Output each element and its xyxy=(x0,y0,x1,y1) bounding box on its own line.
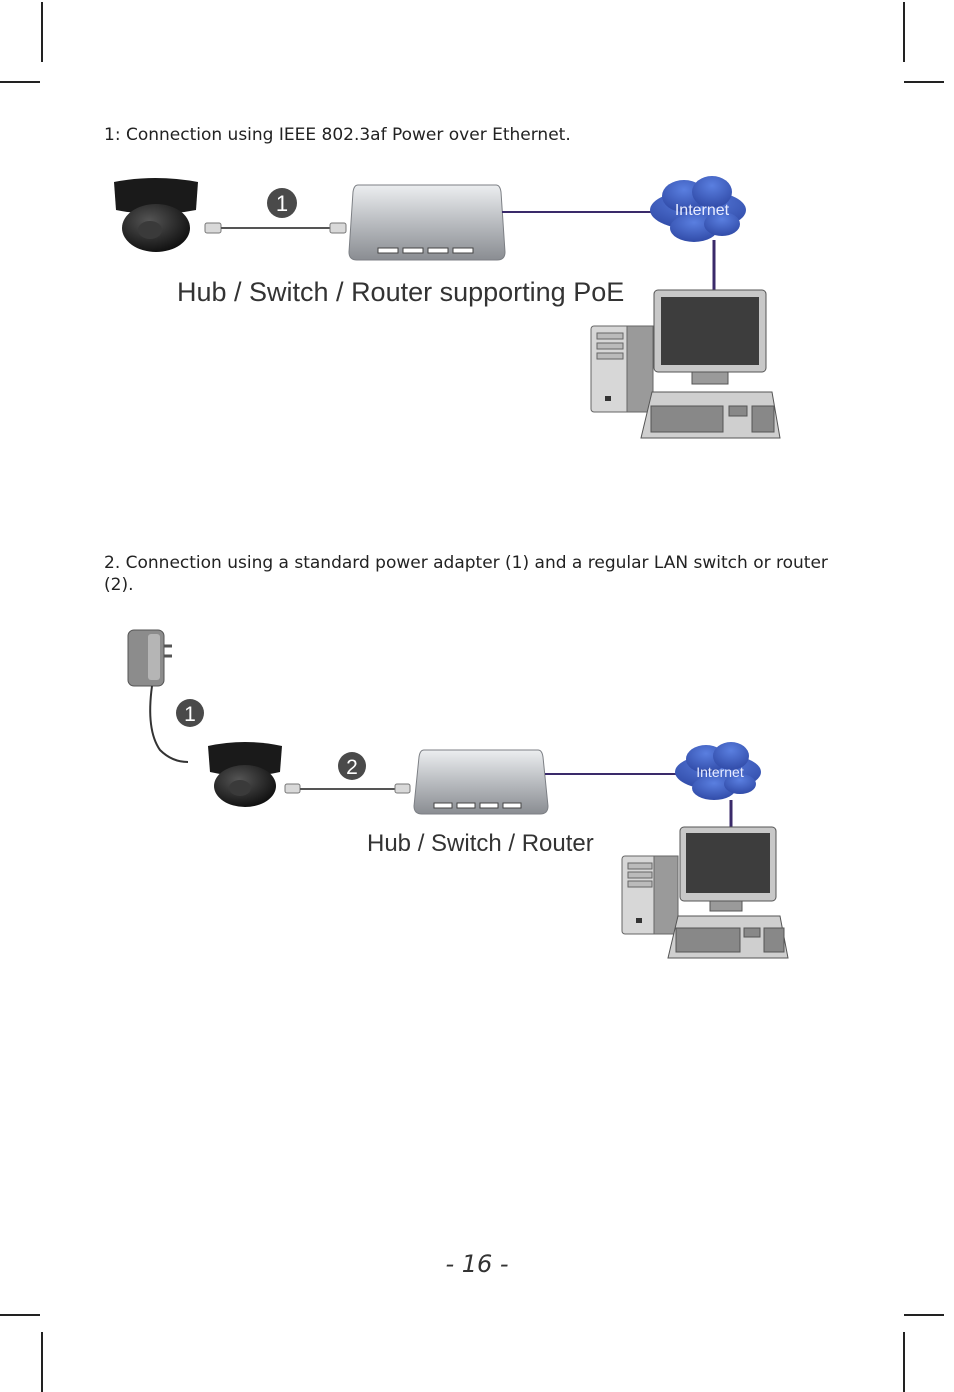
step-1-badge: 1 xyxy=(176,699,204,727)
svg-text:Internet: Internet xyxy=(675,202,730,219)
device-label: Hub / Switch / Router supporting PoE xyxy=(177,277,624,307)
internet-cloud-icon: Internet xyxy=(650,176,746,242)
step-2-badge: 2 xyxy=(338,752,366,780)
dome-camera-icon xyxy=(208,742,282,807)
step-1-badge: 1 xyxy=(267,188,297,218)
section1-caption: 1: Connection using IEEE 802.3af Power o… xyxy=(104,125,571,145)
desktop-computer-icon xyxy=(590,289,781,439)
crop-mark xyxy=(0,81,40,83)
poe-connection-diagram: 1 Internet Hub / Switch / Router support… xyxy=(114,176,781,439)
svg-text:Internet: Internet xyxy=(696,764,744,780)
section2-caption: 2. Connection using a standard power ada… xyxy=(104,553,828,595)
desktop-computer-icon xyxy=(621,826,789,959)
crop-mark xyxy=(904,1314,944,1316)
adapter-connection-diagram: 1 2 Internet Hub / Switch / Router xyxy=(127,629,789,959)
crop-mark xyxy=(903,2,905,62)
device-label: Hub / Switch / Router xyxy=(367,830,594,857)
poe-switch-icon xyxy=(348,184,506,261)
dome-camera-icon xyxy=(114,178,198,252)
power-adapter-icon xyxy=(127,629,189,763)
page-number: - 16 - xyxy=(445,1250,509,1278)
crop-mark xyxy=(903,1332,905,1392)
svg-text:2: 2 xyxy=(346,756,358,779)
crop-mark xyxy=(41,1332,43,1392)
lan-switch-icon xyxy=(413,749,549,815)
crop-mark xyxy=(41,2,43,62)
svg-text:1: 1 xyxy=(276,191,288,216)
ethernet-cable-icon xyxy=(284,783,411,794)
internet-cloud-icon: Internet xyxy=(675,742,761,800)
crop-mark xyxy=(904,81,944,83)
crop-mark xyxy=(0,1314,40,1316)
ethernet-cable-icon xyxy=(204,222,347,234)
svg-text:1: 1 xyxy=(184,703,196,726)
